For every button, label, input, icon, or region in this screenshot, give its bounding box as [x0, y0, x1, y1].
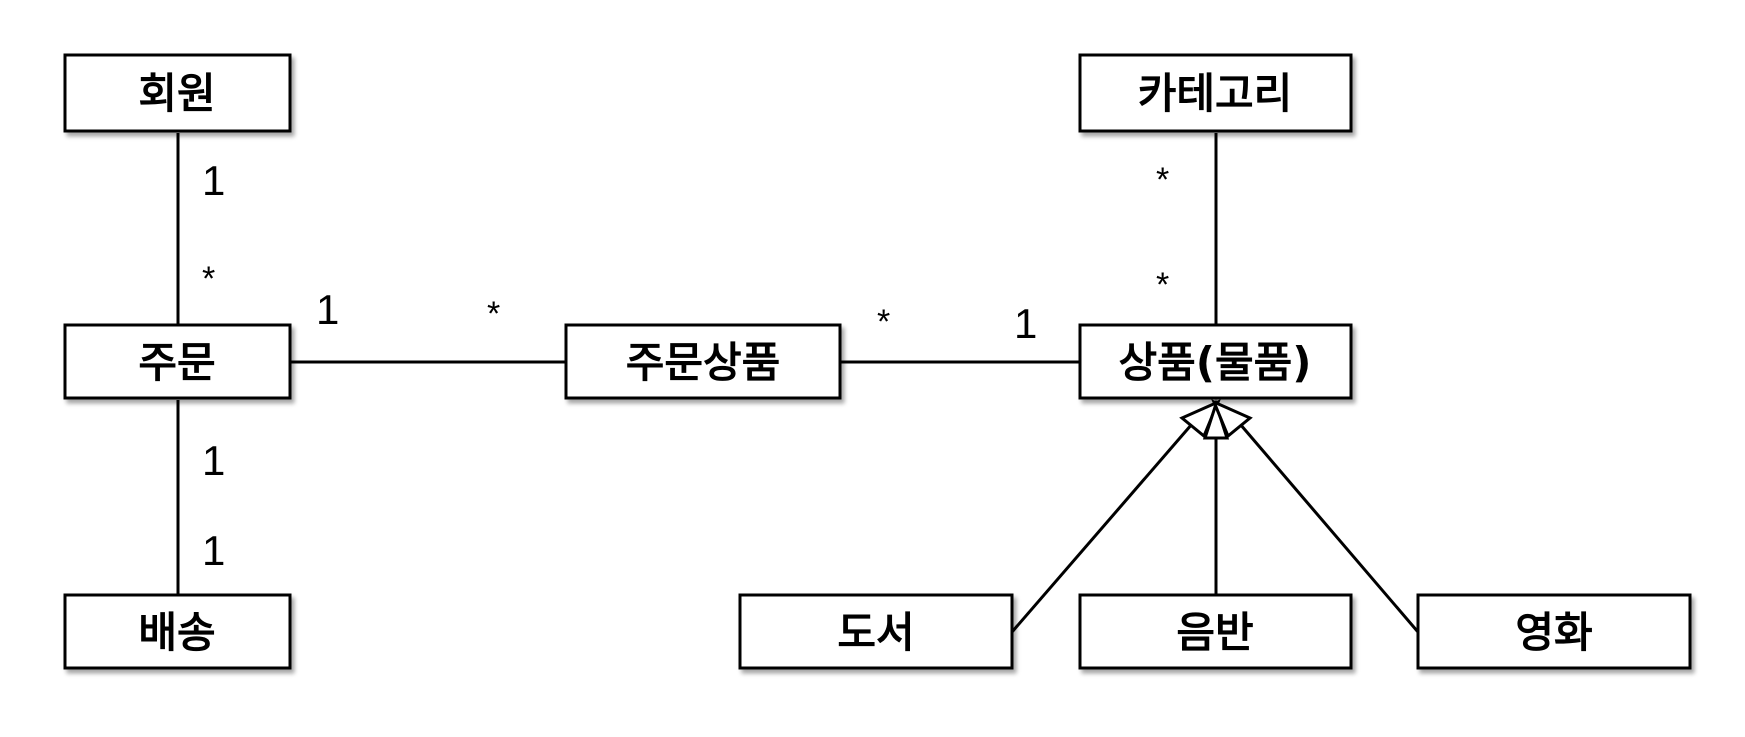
entity-order-item-label: 주문상품: [626, 338, 781, 387]
movie-generalization-line: [1238, 423, 1420, 633]
entity-delivery[interactable]: 배송: [63, 593, 292, 670]
multiplicity-order-side-delivery: 1: [202, 437, 225, 484]
entity-order[interactable]: 주문: [63, 323, 292, 400]
entity-member-label: 회원: [138, 69, 215, 118]
multiplicity-delivery-side: 1: [202, 527, 225, 574]
multiplicity-orderitem-side-item: *: [877, 303, 890, 341]
entity-movie-label: 영화: [1515, 608, 1592, 657]
multiplicity-order-side-orderitem: 1: [316, 286, 339, 333]
entity-category[interactable]: 카테고리: [1078, 53, 1353, 133]
entity-order-label: 주문: [138, 338, 215, 387]
entity-book[interactable]: 도서: [738, 593, 1014, 670]
multiplicity-category-side: *: [1156, 161, 1169, 199]
entity-member[interactable]: 회원: [63, 53, 292, 133]
entity-item[interactable]: 상품(물품): [1078, 323, 1353, 400]
multiplicity-item-side-orderitem: 1: [1014, 300, 1037, 347]
movie-generalization-arrow: [1211, 399, 1253, 439]
entity-item-label: 상품(물품): [1119, 338, 1312, 387]
multiplicity-orderitem-side-order: *: [487, 295, 500, 333]
multiplicity-order-side-member: *: [202, 260, 215, 298]
entity-album-label: 음반: [1176, 608, 1253, 657]
multiplicity-item-side-category: *: [1156, 266, 1169, 304]
entity-delivery-label: 배송: [138, 608, 215, 657]
multiplicity-member-side: 1: [202, 157, 225, 204]
book-generalization-line: [1010, 423, 1194, 633]
entity-movie[interactable]: 영화: [1416, 593, 1692, 670]
entity-category-label: 카테고리: [1138, 69, 1293, 118]
entity-album[interactable]: 음반: [1078, 593, 1353, 670]
entity-book-label: 도서: [837, 608, 914, 657]
entity-order-item[interactable]: 주문상품: [564, 323, 842, 400]
